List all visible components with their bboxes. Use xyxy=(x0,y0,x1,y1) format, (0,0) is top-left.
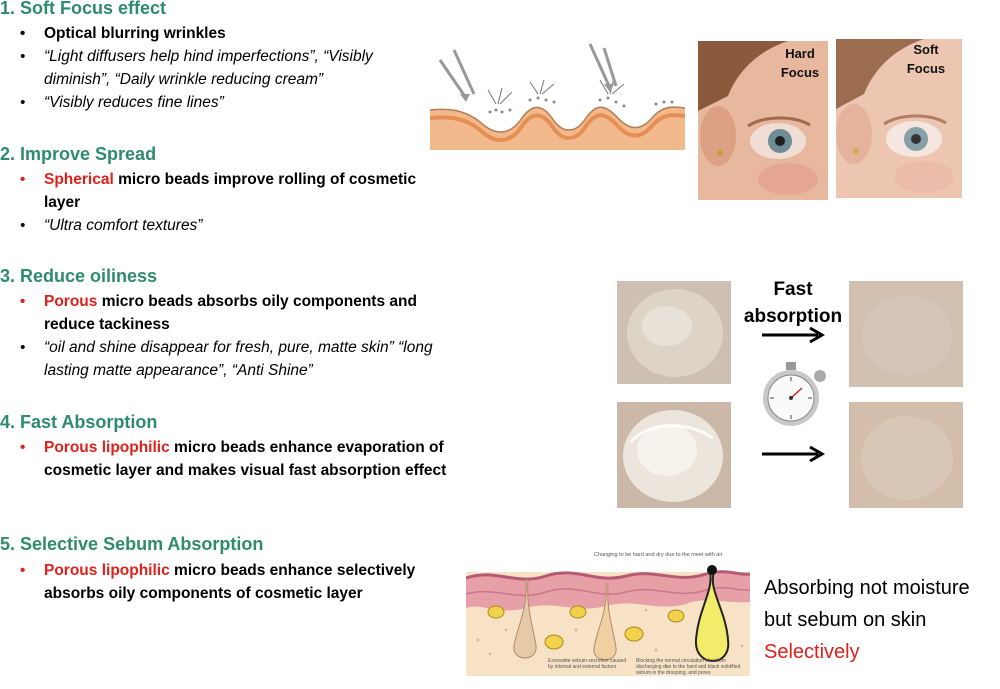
skin-after-top-photo xyxy=(849,281,963,387)
section-5-title: 5. Selective Sebum Absorption xyxy=(0,534,264,554)
sebum-skin-diagram: Changing to be hard and dry due to the m… xyxy=(466,550,750,676)
list-item: “Ultra comfort textures” xyxy=(20,214,450,237)
section-4-title: 4. Fast Absorption xyxy=(0,412,158,432)
hard-focus-photo xyxy=(698,41,828,200)
sebum-caption: Absorbing not moisture but sebum on skin… xyxy=(764,577,970,663)
hard-focus-label: Hard Focus xyxy=(780,46,820,80)
skin-before-bottom-photo xyxy=(617,402,731,508)
section-1-title: 1. Soft Focus effect xyxy=(0,0,167,18)
light-diffuser-diagram xyxy=(430,43,685,150)
sebum-note-right: Blocking the normal circulation of sebum… xyxy=(636,658,741,676)
sebum-top-note: Changing to be hard and dry due to the m… xyxy=(594,552,723,558)
arrow-right-icon xyxy=(762,445,825,463)
fast-absorption-label: Fast absorption xyxy=(743,279,843,327)
section-3-title: 3. Reduce oiliness xyxy=(0,266,158,286)
soft-focus-photo xyxy=(836,39,962,198)
section-2-title: 2. Improve Spread xyxy=(0,144,157,164)
list-item: “Light diffusers help hind imperfections… xyxy=(20,45,440,91)
section-5-bullets: Porous lipophilic micro beads enhance se… xyxy=(20,559,450,605)
list-item: Optical blurring wrinkles xyxy=(20,22,440,45)
list-item: Spherical micro beads improve rolling of… xyxy=(20,168,450,214)
soft-focus-label: Soft Focus xyxy=(906,42,946,76)
skin-after-bottom-photo xyxy=(849,402,963,508)
sebum-note-left: Excessive sebum secretion caused by inte… xyxy=(548,658,627,670)
section-4-bullets: Porous lipophilic micro beads enhance ev… xyxy=(20,436,460,482)
stopwatch-icon xyxy=(763,362,826,426)
list-item: “oil and shine disappear for fresh, pure… xyxy=(20,336,444,382)
skin-before-top-photo xyxy=(617,281,731,384)
section-1-bullets: Optical blurring wrinkles “Light diffuse… xyxy=(20,22,440,114)
section-3-bullets: Porous micro beads absorbs oily componen… xyxy=(20,290,450,382)
section-2-bullets: Spherical micro beads improve rolling of… xyxy=(20,168,450,237)
list-item: “Visibly reduces fine lines” xyxy=(20,91,440,114)
list-item: Porous lipophilic micro beads enhance se… xyxy=(20,559,450,605)
arrow-right-icon xyxy=(762,326,825,344)
list-item: Porous micro beads absorbs oily componen… xyxy=(20,290,450,336)
list-item: Porous lipophilic micro beads enhance ev… xyxy=(20,436,460,482)
